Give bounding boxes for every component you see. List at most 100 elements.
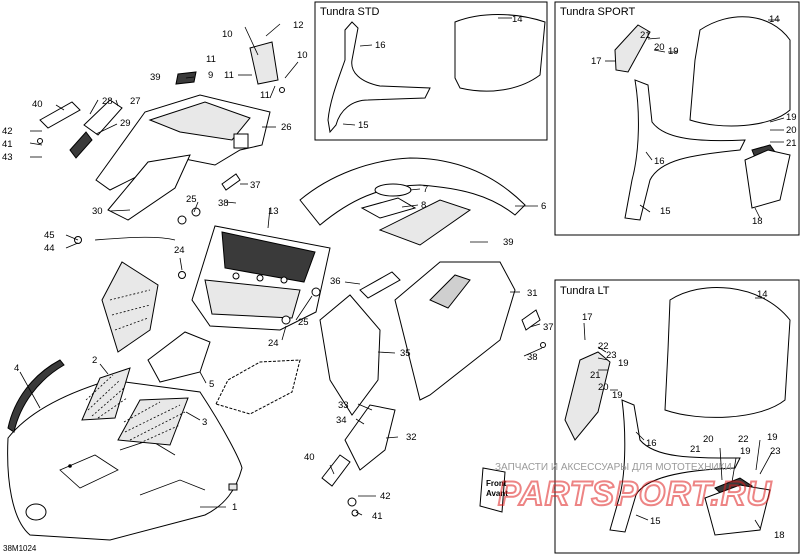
inset-tundra-lt: Tundra LT 14 17 22 23 19 21 20 19 16 20 … xyxy=(554,279,800,554)
lt-callout-21b: 21 xyxy=(690,444,701,455)
callout-36: 36 xyxy=(330,276,341,287)
sport-callout-20b: 20 xyxy=(786,125,797,136)
callout-40a: 40 xyxy=(32,99,43,110)
side-panel-31-detail xyxy=(429,274,471,309)
lt-callout-19d: 19 xyxy=(740,446,751,457)
shroud-part xyxy=(299,157,526,246)
callout-7: 7 xyxy=(423,184,428,195)
callout-40b: 40 xyxy=(304,452,315,463)
lt-callout-23a: 23 xyxy=(606,350,617,361)
callout-42b: 42 xyxy=(380,491,391,502)
callout-27: 27 xyxy=(130,96,141,107)
callout-39b: 39 xyxy=(503,237,514,248)
callout-2: 2 xyxy=(92,355,97,366)
headlight-housing-part xyxy=(191,225,331,331)
callout-37a: 37 xyxy=(250,180,261,191)
lt-callout-23b: 23 xyxy=(770,446,781,457)
gauge-ring-part xyxy=(374,183,412,197)
callout-25b: 25 xyxy=(298,317,309,328)
callout-11c: 11 xyxy=(260,90,270,101)
inset-std-title: Tundra STD xyxy=(320,6,380,18)
callout-3: 3 xyxy=(202,417,207,428)
leader-lines xyxy=(19,23,543,516)
lt-callout-16: 16 xyxy=(646,438,657,449)
callout-31: 31 xyxy=(527,288,538,299)
upper-panel-part xyxy=(147,331,211,383)
grille-right-part xyxy=(117,397,189,446)
callout-39a: 39 xyxy=(150,72,161,83)
bracket-part xyxy=(69,131,93,159)
sport-callout-19b: 19 xyxy=(786,112,797,123)
lt-callout-19a: 19 xyxy=(618,358,629,369)
front-label-line2: Avant xyxy=(486,489,508,498)
lt-callout-20b: 20 xyxy=(703,434,714,445)
callout-28: 28 xyxy=(102,96,113,107)
sport-callout-19a: 19 xyxy=(668,46,679,57)
callout-13: 13 xyxy=(268,206,279,217)
callout-30: 30 xyxy=(92,206,103,217)
callout-10a: 10 xyxy=(222,29,233,40)
callout-24b: 24 xyxy=(268,338,279,349)
inset-sport-title: Tundra SPORT xyxy=(560,6,635,18)
console-part xyxy=(95,94,271,191)
callout-41a: 41 xyxy=(2,139,13,150)
main-callouts: 1 2 3 4 5 6 7 8 9 10 10 11 11 11 12 13 2… xyxy=(2,20,554,522)
sport-callout-20a: 20 xyxy=(654,42,665,53)
nose-mesh-part xyxy=(101,261,159,353)
callout-42a: 42 xyxy=(2,126,13,137)
sport-callout-15: 15 xyxy=(660,206,671,217)
panel-32-part xyxy=(344,404,396,471)
lt-callout-19b: 19 xyxy=(612,390,623,401)
callout-1: 1 xyxy=(232,502,237,513)
std-callout-14: 14 xyxy=(512,14,523,25)
callout-4: 4 xyxy=(14,363,19,374)
lt-callout-17: 17 xyxy=(582,312,593,323)
bracket-10-part xyxy=(249,41,279,85)
latch-37a-part xyxy=(221,173,241,191)
panel-35-part xyxy=(319,294,381,416)
watermark-text: ЗАПЧАСТИ И АКСЕССУАРЫ ДЛЯ МОТОТЕХНИКИ xyxy=(495,462,732,473)
callout-44: 44 xyxy=(44,243,55,254)
inset-tundra-sport: Tundra SPORT 14 17 21 20 19 19 20 21 16 … xyxy=(554,1,800,236)
drawing-code: 38M1024 xyxy=(3,544,37,553)
callout-12: 12 xyxy=(293,20,304,31)
front-label-sticker: Front Avant xyxy=(479,467,508,513)
lt-callout-20a: 20 xyxy=(598,382,609,393)
clip-40-part xyxy=(321,454,351,487)
lt-callout-22b: 22 xyxy=(738,434,749,445)
front-label-line1: Front xyxy=(486,479,507,488)
callout-25a: 25 xyxy=(186,194,197,205)
inset-tundra-std: Tundra STD 14 16 15 xyxy=(314,1,548,141)
sport-callout-14: 14 xyxy=(769,14,780,25)
headlight-frame-part xyxy=(215,359,301,415)
side-trim-part xyxy=(7,359,65,433)
callout-6: 6 xyxy=(541,201,546,212)
watermark-logo: PARTSPORT.RU xyxy=(498,475,772,513)
sport-callout-18: 18 xyxy=(752,216,763,227)
sport-callout-17: 17 xyxy=(591,56,602,67)
sport-callout-21b: 21 xyxy=(786,138,797,149)
callout-29: 29 xyxy=(120,118,131,129)
gauge-cover-part xyxy=(360,197,417,219)
lt-callout-15: 15 xyxy=(650,516,661,527)
lt-callout-19c: 19 xyxy=(767,432,778,443)
mirror-mount-part xyxy=(83,99,123,136)
callout-38b: 38 xyxy=(527,352,538,363)
callout-24a: 24 xyxy=(174,245,185,256)
callout-34: 34 xyxy=(336,415,347,426)
watermark: ЗАПЧАСТИ И АКСЕССУАРЫ ДЛЯ МОТОТЕХНИКИ PA… xyxy=(495,462,772,514)
callout-11a: 11 xyxy=(206,54,216,65)
callout-33: 33 xyxy=(338,400,349,411)
callout-45: 45 xyxy=(44,230,55,241)
fasteners-group xyxy=(37,67,546,517)
latch-37b-part xyxy=(521,309,541,331)
mirror-40-part xyxy=(39,101,81,129)
callout-37b: 37 xyxy=(543,322,554,333)
callout-43: 43 xyxy=(2,152,13,163)
std-callout-16: 16 xyxy=(375,40,386,51)
callout-11b: 11 xyxy=(224,70,234,81)
sport-callout-21a: 21 xyxy=(640,30,651,41)
callout-38a: 38 xyxy=(218,198,229,209)
callout-9: 9 xyxy=(208,70,213,81)
